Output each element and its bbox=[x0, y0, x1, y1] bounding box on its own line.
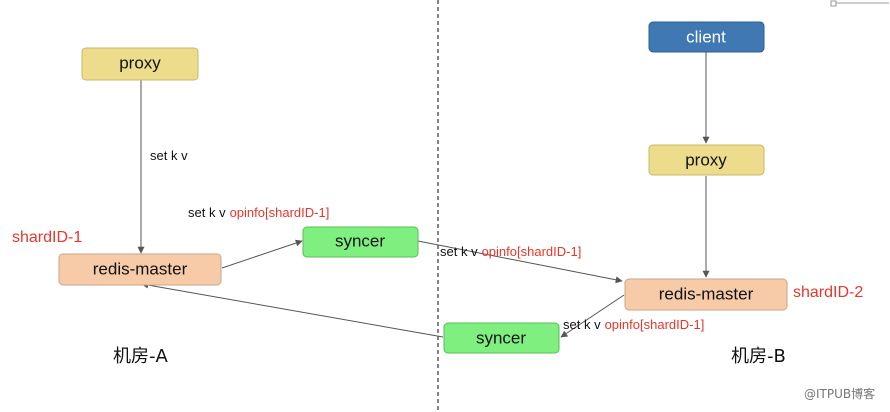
edge-label-redis-a-to-syncer: set k v opinfo[shardID-1] bbox=[188, 205, 329, 220]
node-client: client bbox=[648, 21, 765, 53]
edge-redis-master-a-to-syncer-a: set k v opinfo[shardID-1] bbox=[188, 205, 329, 269]
client-box bbox=[648, 21, 765, 53]
edge-syncer-b-to-redis-master-a bbox=[141, 281, 444, 338]
edge-label-prefix: set k v bbox=[563, 317, 601, 332]
node-proxy-b: proxy bbox=[648, 144, 765, 176]
node-proxy-a: proxy bbox=[81, 47, 199, 81]
corner-square-icon bbox=[830, 0, 837, 7]
edge-label-redis-b-to-syncer: set k v opinfo[shardID-1] bbox=[563, 317, 704, 332]
edge-redis-master-b-to-syncer-b: set k v opinfo[shardID-1] bbox=[560, 294, 704, 338]
edge-label-proxy-a: set k v bbox=[150, 148, 188, 163]
redis-master-b-label: redis-master bbox=[659, 284, 754, 303]
edge-line bbox=[141, 281, 444, 338]
node-syncer-a: syncer bbox=[302, 226, 419, 258]
room-label-a: 机房-A bbox=[113, 346, 168, 367]
edge-label-prefix: set k v bbox=[188, 205, 226, 220]
redis-master-b-box bbox=[624, 278, 788, 311]
shard-label-a: shardID-1 bbox=[12, 229, 82, 246]
edge-label-syncer-a-to-redis-b: set k v opinfo[shardID-1] bbox=[440, 244, 581, 259]
client-label: client bbox=[686, 27, 726, 46]
watermark-text: @ITPUB博客 bbox=[804, 386, 875, 401]
proxy-a-box bbox=[81, 47, 199, 81]
shard-label-b: shardID-2 bbox=[793, 284, 863, 301]
corner-mark-icon bbox=[830, 0, 889, 7]
edge-line bbox=[221, 239, 303, 269]
redis-master-a-label: redis-master bbox=[93, 259, 188, 278]
node-redis-master-b: redis-master bbox=[624, 278, 788, 311]
proxy-b-box bbox=[648, 144, 765, 176]
edge-line bbox=[417, 240, 623, 284]
edge-line bbox=[560, 294, 625, 338]
node-redis-master-a: redis-master bbox=[58, 253, 222, 286]
edge-label-opinfo: opinfo[shardID-1] bbox=[230, 205, 330, 220]
syncer-b-box bbox=[443, 322, 560, 354]
syncer-b-label: syncer bbox=[476, 328, 526, 347]
room-label-b: 机房-B bbox=[731, 346, 786, 367]
edge-label-opinfo: opinfo[shardID-1] bbox=[482, 244, 582, 259]
proxy-a-label: proxy bbox=[119, 53, 161, 72]
syncer-a-label: syncer bbox=[335, 231, 385, 250]
syncer-a-box bbox=[302, 226, 419, 258]
proxy-b-label: proxy bbox=[685, 150, 727, 169]
edge-syncer-a-to-redis-master-b: set k v opinfo[shardID-1] bbox=[417, 240, 623, 284]
edge-label-opinfo: opinfo[shardID-1] bbox=[605, 317, 705, 332]
edge-label-prefix: set k v bbox=[440, 244, 478, 259]
node-syncer-b: syncer bbox=[443, 322, 560, 354]
edge-proxy-a-to-redis-master-a: set k v bbox=[137, 80, 188, 254]
redis-master-a-box bbox=[58, 253, 222, 286]
